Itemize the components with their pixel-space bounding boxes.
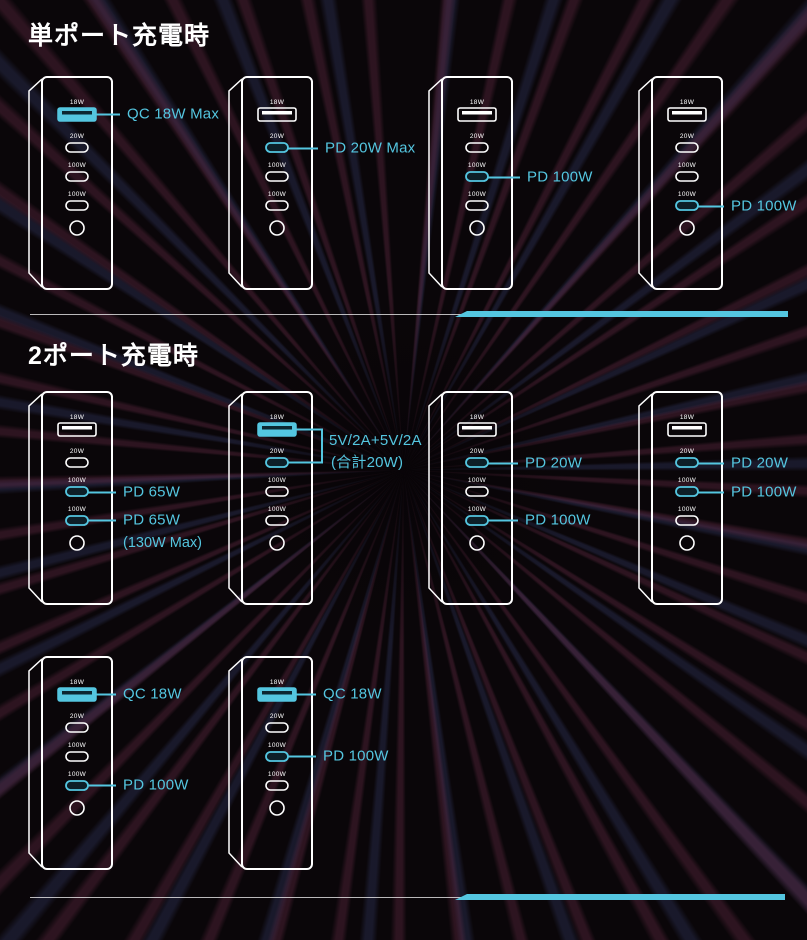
callout-line [698,491,724,493]
callout-dual4-usbc1: PD 20W [698,455,788,472]
callout-label: PD 20W Max [325,139,416,157]
charger-single-4 [638,76,723,290]
usb-c-port-1-highlighted-icon [465,457,489,468]
bracket-line [288,428,323,464]
callout-single-usba: QC 18W Max [96,106,219,123]
usb-a-port-highlighted-icon [57,687,97,702]
callout-dual4-usbc2: PD 100W [698,484,797,501]
callout-line [296,693,316,695]
callout-note-130w-max: (130W Max) [123,535,202,551]
usb-a-port-highlighted-icon [57,107,97,122]
callout-label: PD 65W [123,483,181,501]
usb-c-port-3-icon [65,200,89,211]
usb-c-port-2-highlighted-icon [65,486,89,497]
usb-c-port-2-icon [265,486,289,497]
section-divider-line [30,314,462,315]
callout-note: (合計20W) [331,454,404,471]
usb-a-port-icon [457,107,497,122]
usb-c-port-1-icon [265,722,289,733]
section-title-single-port: 単ポート充電時 [28,22,211,50]
usb-c-port-1-highlighted-icon [675,457,699,468]
usb-c-port-2-highlighted-icon [675,486,699,497]
usb-c-port-2-icon [265,171,289,182]
callout-label: PD 100W [525,511,591,529]
callout-dual6-usba: QC 18W [296,686,382,703]
usb-c-port-3-icon [265,200,289,211]
callout-label: PD 20W [731,454,789,472]
callout-label: QC 18W [123,685,182,703]
callout-dual5-usbc3: PD 100W [88,777,189,794]
charger-single-2 [228,76,313,290]
callout-single-usbc2: PD 100W [488,169,593,186]
callout-label: PD 100W [731,197,797,215]
callout-line [288,755,316,757]
usb-c-port-1-icon [65,457,89,468]
usb-c-port-3-icon [265,780,289,791]
callout-single-usbc3: PD 100W [698,198,797,215]
callout-dual3-usbc3: PD 100W [488,512,591,529]
callout-dual3-usbc1: PD 20W [488,455,582,472]
callout-line [88,491,116,493]
usb-c-port-1-highlighted-icon [265,142,289,153]
usb-c-port-2-icon [65,751,89,762]
usb-c-port-2-highlighted-icon [265,751,289,762]
usb-a-port-icon [667,422,707,437]
usb-a-port-icon [457,422,497,437]
usb-c-port-3-icon [465,200,489,211]
usb-a-port-icon [57,422,97,437]
callout-dual5-usba: QC 18W [96,686,182,703]
callout-line [88,519,116,521]
usb-c-port-2-icon [65,171,89,182]
callout-line [88,784,116,786]
section-divider-accent [455,311,788,317]
callout-dual1-usbc3: PD 65W [88,512,180,529]
callout-single-usbc1: PD 20W Max [288,140,415,157]
callout-label: PD 100W [731,483,797,501]
bottom-divider-accent [455,894,785,900]
usb-c-port-3-highlighted-icon [65,780,89,791]
usb-c-port-2-highlighted-icon [465,171,489,182]
usb-c-port-1-icon [675,142,699,153]
bottom-divider-line [30,897,462,898]
callout-line [698,205,724,207]
callout-line [488,176,520,178]
usb-c-port-3-icon [265,515,289,526]
callout-line [488,462,518,464]
usb-c-port-1-icon [65,142,89,153]
charger-dual-3 [428,391,513,605]
dual-port-bracket [288,428,323,464]
usb-a-port-highlighted-icon [257,687,297,702]
section-title-dual-port: 2ポート充電時 [28,342,199,370]
callout-line [488,519,518,521]
callout-label: PD 20W [525,454,583,472]
callout-dual1-usbc2: PD 65W [88,484,180,501]
charger-dual-2 [228,391,313,605]
usb-c-port-2-icon [465,486,489,497]
charger-body [638,76,723,290]
charger-body [228,76,313,290]
callout-dual2-block: 5V/2A+5V/2A (合計20W) [329,430,422,474]
callout-label: QC 18W Max [127,105,220,123]
usb-c-port-1-icon [65,722,89,733]
usb-a-port-icon [257,107,297,122]
callout-label: QC 18W [323,685,382,703]
usb-a-port-icon [667,107,707,122]
usb-c-port-3-icon [675,515,699,526]
usb-c-port-3-highlighted-icon [675,200,699,211]
callout-label: PD 100W [123,776,189,794]
callout-line [96,693,116,695]
callout-label: PD 65W [123,511,181,529]
usb-c-port-1-icon [465,142,489,153]
usb-c-port-3-highlighted-icon [65,515,89,526]
callout-dual6-usbc2: PD 100W [288,748,389,765]
callout-label: 5V/2A+5V/2A [329,432,422,449]
callout-line [288,147,318,149]
usb-c-port-1-highlighted-icon [265,457,289,468]
usb-c-port-2-icon [675,171,699,182]
usb-c-port-3-highlighted-icon [465,515,489,526]
callout-line [698,462,724,464]
callout-label: PD 100W [527,168,593,186]
callout-line [96,113,120,115]
callout-label: PD 100W [323,747,389,765]
